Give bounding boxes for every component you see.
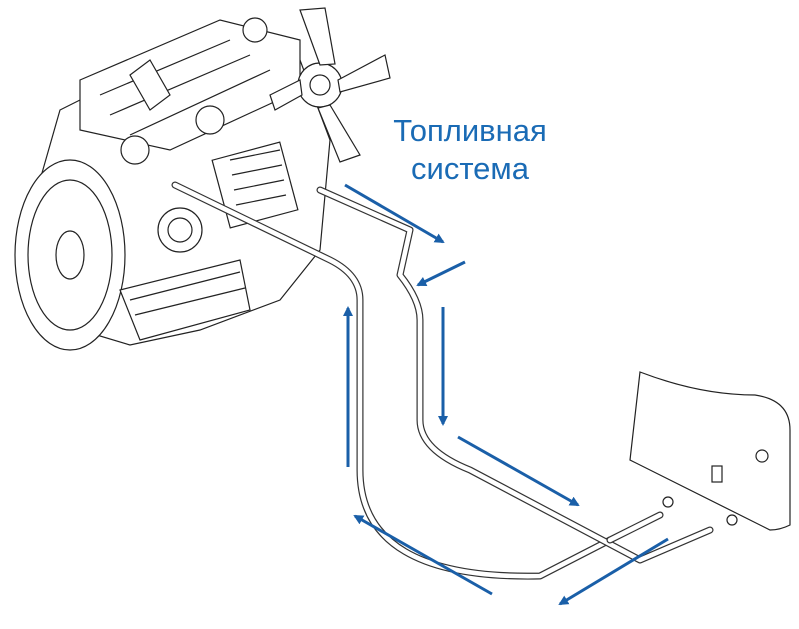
arrow-4 [457,435,580,507]
title-line-2: система [411,151,529,186]
arrow-6 [353,514,493,596]
title-line-1: Топливная [393,113,547,148]
flow-arrows [343,183,669,606]
arrow-2 [416,260,466,287]
arrow-1 [344,183,445,244]
arrow-5 [558,537,669,606]
fuel-tank-panel [629,371,791,531]
diagram-title: Топливная система [382,112,558,188]
fuel-lines [171,181,714,580]
fan-illustration [269,7,391,163]
